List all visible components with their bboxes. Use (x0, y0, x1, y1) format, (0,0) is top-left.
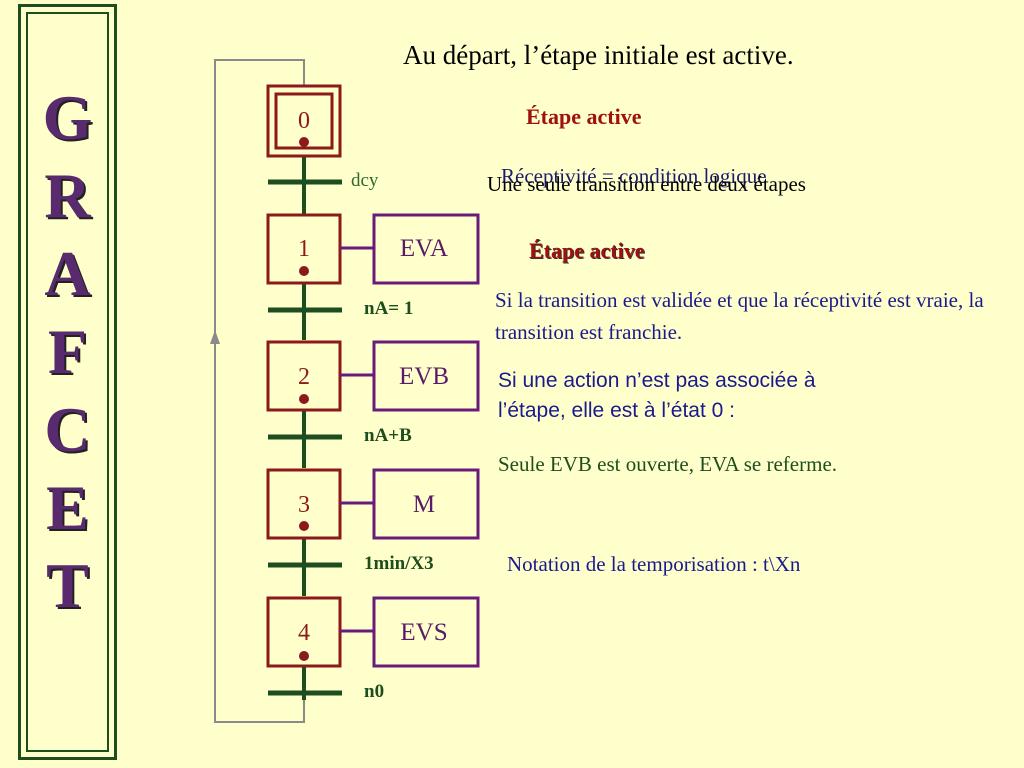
step-0-token (299, 137, 309, 147)
action-2-box (372, 340, 480, 412)
side-letter: E (46, 472, 89, 543)
action-1-label: EVA (400, 235, 448, 262)
step-3-token (299, 521, 309, 531)
action-1-box (372, 213, 480, 285)
side-letter: T (46, 550, 89, 621)
active-step-label-2: Étape active (529, 238, 645, 263)
transition-label-dcy: dcy (351, 170, 379, 191)
step-0-number: 0 (298, 108, 310, 134)
step-4-number: 4 (298, 620, 310, 646)
action-3-box (372, 468, 480, 540)
page-title: Au départ, l’étape initiale est active. (403, 40, 794, 70)
side-letter: A (44, 238, 91, 309)
step-3-number: 3 (298, 492, 310, 518)
transition-fired-text: Si la transition est validée et que la r… (495, 288, 984, 344)
return-loop-arrow (210, 330, 220, 344)
receptivity-label: Réceptivité = condition logique (501, 164, 767, 188)
side-title-panel: G R A F C E T (18, 4, 117, 760)
active-step-label-1: Étape active (526, 104, 642, 129)
action-4-box (372, 596, 480, 668)
action-3-label: M (413, 491, 435, 518)
side-letter: R (44, 160, 91, 231)
step-2-number: 2 (298, 364, 310, 390)
side-letter: F (47, 316, 88, 387)
timer-notation-text: Notation de la temporisation : t\Xn (507, 552, 801, 576)
no-action-text: Si une action n’est pas associée à l’éta… (498, 369, 816, 422)
side-title-letters: G R A F C E T (21, 79, 114, 625)
evb-open-text: Seule EVB est ouverte, EVA se referme. (498, 452, 838, 476)
transition-label-n0: n0 (364, 681, 385, 702)
single-transition-label: Une seule transition entre deux étapes (487, 172, 806, 196)
transition-label-na1: nA= 1 (364, 298, 414, 319)
step-4-token (299, 651, 309, 661)
transition-label-nab: nA+B (364, 425, 412, 446)
action-2-label: EVB (399, 363, 449, 390)
step-1-number: 1 (298, 236, 310, 262)
step-2-token (299, 394, 309, 404)
side-letter: G (42, 82, 93, 153)
side-letter: C (44, 394, 91, 465)
step-1-token (299, 266, 309, 276)
transition-label-timer: 1min/X3 (364, 553, 434, 574)
return-loop-line (214, 59, 305, 723)
side-title-inner-border (26, 12, 109, 752)
action-4-label: EVS (400, 619, 447, 646)
